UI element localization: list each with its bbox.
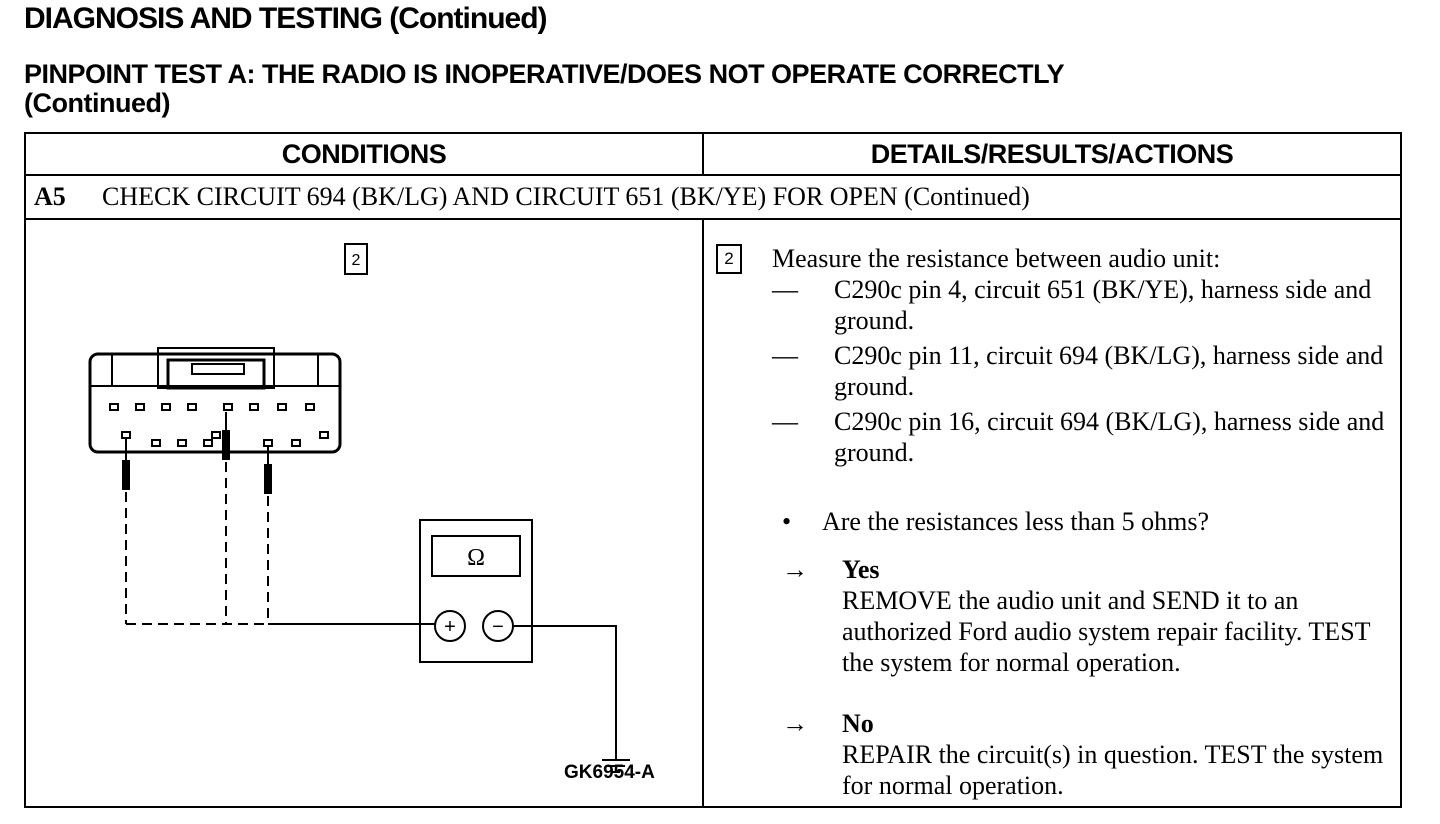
- test-probes: [122, 412, 272, 494]
- arrow-right-icon: →: [782, 555, 808, 584]
- diagram-step-number: 2: [352, 252, 361, 269]
- diagram-step-box: [344, 243, 368, 275]
- conditions-header: CONDITIONS: [26, 134, 704, 176]
- step-title: CHECK CIRCUIT 694 (BK/LG) AND CIRCUIT 65…: [102, 182, 1030, 211]
- wiring-diagram: 2: [26, 220, 702, 806]
- measurement-text: C290c pin 4, circuit 651 (BK/YE), harnes…: [834, 275, 1372, 335]
- step-number-box: 2: [716, 244, 742, 274]
- test-table: CONDITIONS DETAILS/RESULTS/ACTIONS A5 CH…: [24, 132, 1402, 808]
- ohm-symbol: Ω: [467, 545, 485, 571]
- question: Are the resistances less than 5 ohms?: [822, 507, 1210, 536]
- page-title: DIAGNOSIS AND TESTING (Continued): [24, 2, 548, 35]
- yes-action: REMOVE the audio unit and SEND it to an …: [842, 586, 1371, 677]
- dash-marker: —: [772, 275, 798, 304]
- details-header: DETAILS/RESULTS/ACTIONS: [704, 134, 1400, 176]
- test-leads: [125, 462, 269, 625]
- connector-meter-drawing: 2: [88, 243, 630, 773]
- arrow-right-icon: →: [782, 709, 808, 738]
- dash-marker: —: [772, 407, 798, 436]
- step-row: A5 CHECK CIRCUIT 694 (BK/LG) AND CIRCUIT…: [26, 176, 1400, 220]
- no-label: No: [842, 709, 874, 738]
- instruction: Measure the resistance between audio uni…: [772, 244, 1221, 273]
- details-results-actions: 2 Measure the resistance between audio u…: [704, 220, 1400, 806]
- step-id: A5: [34, 182, 66, 211]
- yes-label: Yes: [842, 555, 880, 584]
- dash-marker: —: [772, 341, 798, 370]
- no-action: REPAIR the circuit(s) in question. TEST …: [842, 740, 1384, 800]
- ground-symbol: [514, 625, 630, 773]
- pinpoint-test-heading: PINPOINT TEST A: THE RADIO IS INOPERATIV…: [24, 59, 1065, 118]
- column-divider: [702, 220, 704, 806]
- c290c-connector: [88, 347, 342, 454]
- ohmmeter: [419, 519, 533, 663]
- pinpoint-test-continued: (Continued): [24, 88, 170, 118]
- figure-code: GK6954-A: [564, 762, 655, 783]
- bullet-icon: •: [782, 507, 792, 536]
- measurement-text: C290c pin 11, circuit 694 (BK/LG), harne…: [834, 341, 1384, 401]
- pinpoint-test-title: PINPOINT TEST A: THE RADIO IS INOPERATIV…: [24, 59, 1065, 89]
- positive-terminal: +: [444, 616, 456, 638]
- measurement-text: C290c pin 16, circuit 694 (BK/LG), harne…: [834, 407, 1385, 467]
- negative-terminal: −: [492, 616, 504, 638]
